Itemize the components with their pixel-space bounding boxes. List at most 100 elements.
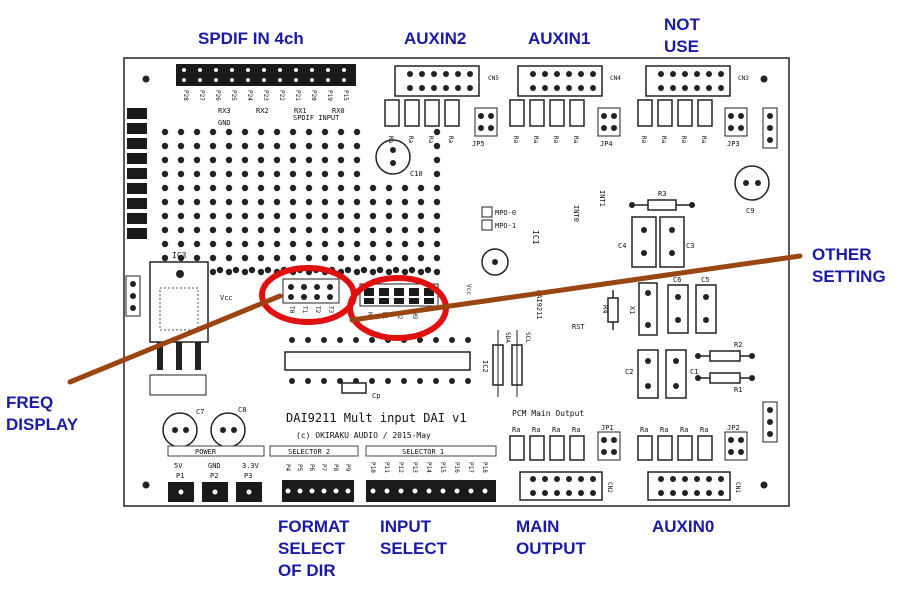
- proto-hole: [433, 156, 441, 164]
- ic2-pad: [433, 337, 439, 343]
- selector1-pin-label: P12: [397, 462, 404, 473]
- proto-hole: [273, 156, 281, 164]
- proto-hole: [417, 198, 425, 206]
- connector-pin: [670, 85, 676, 91]
- ra-label: Ra: [700, 136, 707, 144]
- left-header-block: [127, 213, 147, 224]
- proto-hole: [305, 170, 313, 178]
- connector-pin: [554, 71, 560, 77]
- cn2-label: CN2: [606, 482, 613, 493]
- ic2-pads: [289, 337, 471, 384]
- proto-hole: [241, 212, 249, 220]
- jumper-pin: [601, 113, 607, 119]
- right-gnd-header-top: [762, 107, 778, 149]
- board-copyright: (c) OKIRAKU AUDIO / 2015-May: [296, 431, 431, 440]
- connector-pin: [455, 85, 461, 91]
- selector1-pin-label: P10: [369, 462, 376, 473]
- ra-resistor: [697, 435, 713, 461]
- spdif-pin: [246, 78, 250, 82]
- jumper: [597, 431, 621, 461]
- proto-hole: [225, 156, 233, 164]
- x1-label: X1: [628, 306, 636, 314]
- jumper-pin: [738, 125, 744, 131]
- proto-hole: [433, 254, 441, 262]
- spdif-pin: [198, 68, 202, 72]
- proto-hole: [305, 254, 313, 262]
- proto-hole: [337, 198, 345, 206]
- connector-pin: [578, 85, 584, 91]
- callout-other-setting: OTHER SETTING: [812, 244, 886, 288]
- proto-hole: [305, 142, 313, 150]
- connector-pin: [590, 71, 596, 77]
- connector-pin: [658, 71, 664, 77]
- freq-pad: [314, 284, 320, 290]
- proto-hole: [433, 128, 441, 136]
- ic1-label: IC1: [531, 230, 540, 245]
- ra-label: Ra: [552, 426, 560, 434]
- jumper-pin: [728, 437, 734, 443]
- proto-hole: [353, 156, 361, 164]
- ic2-pad: [449, 378, 455, 384]
- connector-pin: [694, 85, 700, 91]
- ic2-pad: [417, 337, 423, 343]
- jumper-pin: [738, 437, 744, 443]
- mode-pin-label: M3: [411, 312, 418, 320]
- freq-pad: [301, 284, 307, 290]
- proto-hole: [209, 226, 217, 234]
- ic2-pad: [321, 337, 327, 343]
- left-header-stack: [127, 108, 147, 239]
- selector1-pad: [370, 488, 376, 494]
- proto-hole: [337, 184, 345, 192]
- ra-label: Ra: [680, 136, 687, 144]
- mode-pad: [379, 298, 389, 304]
- proto-hole: [257, 198, 265, 206]
- jumper: [724, 107, 748, 137]
- jumper: [724, 431, 748, 461]
- proto-hole: [433, 184, 441, 192]
- spdif-pin: [214, 68, 218, 72]
- proto-hole: [385, 226, 393, 234]
- proto-hole: [257, 156, 265, 164]
- ra-label: Ra: [427, 136, 434, 144]
- connector-pin: [542, 490, 548, 496]
- selector1-pin-label: P15: [439, 462, 446, 473]
- power-ref-label: P3: [244, 472, 252, 480]
- proto-hole: [225, 142, 233, 150]
- proto-hole: [193, 184, 201, 192]
- connector-pin: [467, 85, 473, 91]
- ra-resistor: [569, 435, 585, 461]
- c10-label: C10: [410, 170, 423, 178]
- proto-hole: [177, 184, 185, 192]
- proto-hole: [273, 212, 281, 220]
- power-ref-label: P1: [176, 472, 184, 480]
- callout-format-select-line2: SELECT: [278, 539, 346, 558]
- proto-hole: [209, 240, 217, 248]
- selector1-pad: [398, 488, 404, 494]
- spdif-pin-label: P19: [326, 90, 333, 101]
- ra-resistor: [569, 99, 585, 127]
- proto-hole: [177, 170, 185, 178]
- spdif-pin: [262, 78, 266, 82]
- r2-label: R2: [734, 341, 742, 349]
- spdif-pin: [278, 68, 282, 72]
- ra-resistor: [424, 99, 440, 127]
- spdif-pin: [278, 78, 282, 82]
- ra-resistor: [444, 99, 460, 127]
- spdif-pin-label: P22: [278, 90, 285, 101]
- jumper: [474, 107, 498, 137]
- proto-hole: [273, 240, 281, 248]
- proto-hole: [289, 240, 297, 248]
- selector1-pad: [468, 488, 474, 494]
- proto-hole: [273, 198, 281, 206]
- ic2-pad: [305, 337, 311, 343]
- selector2-pin-label: P9: [344, 464, 351, 472]
- gnd-label-spdif: GND: [218, 119, 231, 127]
- connector-pin: [682, 476, 688, 482]
- proto-hole: [321, 170, 329, 178]
- spdif-pin: [310, 68, 314, 72]
- proto-hole: [257, 184, 265, 192]
- freq-pin-label: T2: [314, 306, 321, 314]
- pointer-line-freq: [67, 293, 283, 385]
- proto-hole: [273, 128, 281, 136]
